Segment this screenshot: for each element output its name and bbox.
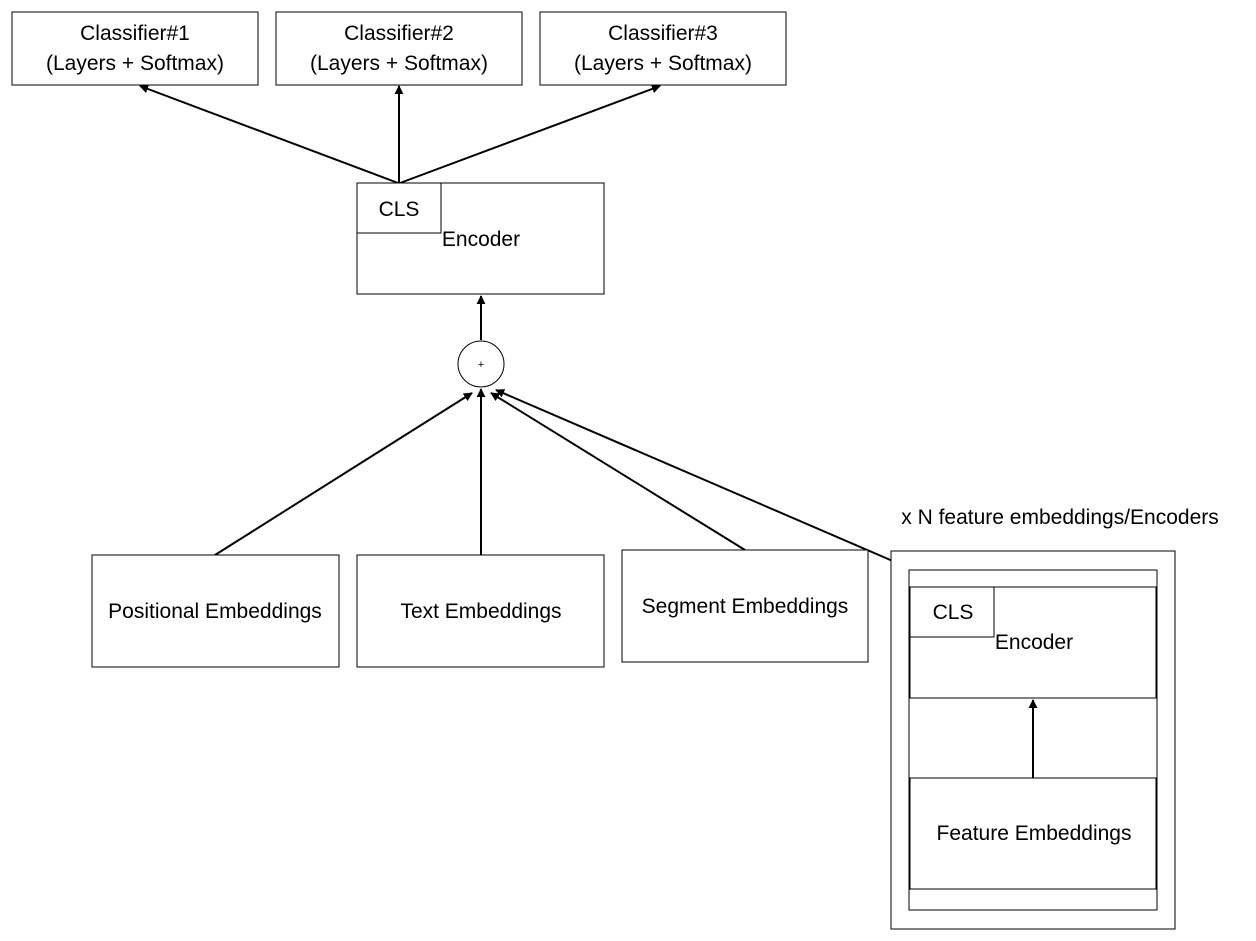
positional-embeddings-node: Positional Embeddings <box>91 554 340 668</box>
edge-feature-cls-to-sum <box>495 389 954 588</box>
feature-cls-token-box <box>909 586 995 638</box>
feature-encoder-label: Encoder <box>995 631 1073 654</box>
classifier-3-detail: (Layers + Softmax) <box>574 52 752 75</box>
sum-symbol: + <box>478 359 484 371</box>
edge-segment-to-sum <box>490 392 746 551</box>
classifier-1-detail: (Layers + Softmax) <box>46 52 224 75</box>
classifier-2-detail: (Layers + Softmax) <box>310 52 488 75</box>
main-encoder-node: CLS Encoder <box>356 182 605 295</box>
feature-embeddings-box <box>909 777 1157 890</box>
feature-group-container: CLS Encoder Feature Embeddings <box>890 550 1176 930</box>
edge-cls-to-classifier-1 <box>139 84 399 184</box>
main-cls-token-box <box>356 182 442 234</box>
classifier-3-node: Classifier#3 (Layers + Softmax) <box>539 11 787 86</box>
classifier-2-name: Classifier#2 <box>344 22 454 45</box>
text-embeddings-node: Text Embeddings <box>356 554 605 668</box>
main-cls-label: CLS <box>379 198 420 221</box>
edge-positional-to-sum <box>214 392 473 556</box>
feature-cls-label: CLS <box>933 601 974 624</box>
feature-group-caption: x N feature embeddings/Encoders <box>901 506 1219 529</box>
positional-embeddings-label: Positional Embeddings <box>108 600 322 623</box>
text-embeddings-label: Text Embeddings <box>400 600 561 623</box>
segment-embeddings-node: Segment Embeddings <box>621 549 869 663</box>
segment-embeddings-label: Segment Embeddings <box>642 595 849 618</box>
classifier-1-node: Classifier#1 (Layers + Softmax) <box>11 11 259 86</box>
main-encoder-label: Encoder <box>442 228 520 251</box>
classifier-1-name: Classifier#1 <box>80 22 190 45</box>
classifier-2-node: Classifier#2 (Layers + Softmax) <box>275 11 523 86</box>
sum-node: + <box>457 340 505 388</box>
feature-embeddings-label: Feature Embeddings <box>937 822 1132 845</box>
edge-cls-to-classifier-3 <box>399 84 661 184</box>
classifier-3-name: Classifier#3 <box>608 22 718 45</box>
